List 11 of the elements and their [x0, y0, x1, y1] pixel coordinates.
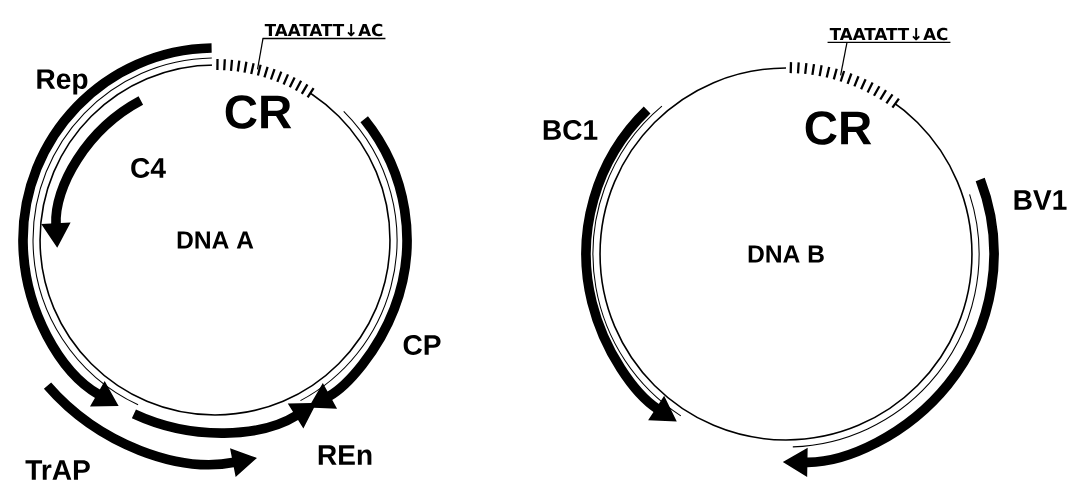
cleavage-site: TAATATT↓AC [826, 27, 952, 44]
leader-line [256, 37, 264, 71]
gene-label: TrAP [25, 460, 90, 480]
cleavage-site: TAATATT↓AC [261, 23, 387, 40]
gene-label: BV1 [1014, 190, 1067, 210]
gene-label: Rep [37, 69, 88, 95]
leader-line [840, 41, 848, 77]
gene-label: REn [318, 445, 372, 465]
gene-label: CR [225, 95, 292, 129]
gene-label: C4 [131, 158, 166, 178]
gene-label: CR [805, 111, 872, 145]
